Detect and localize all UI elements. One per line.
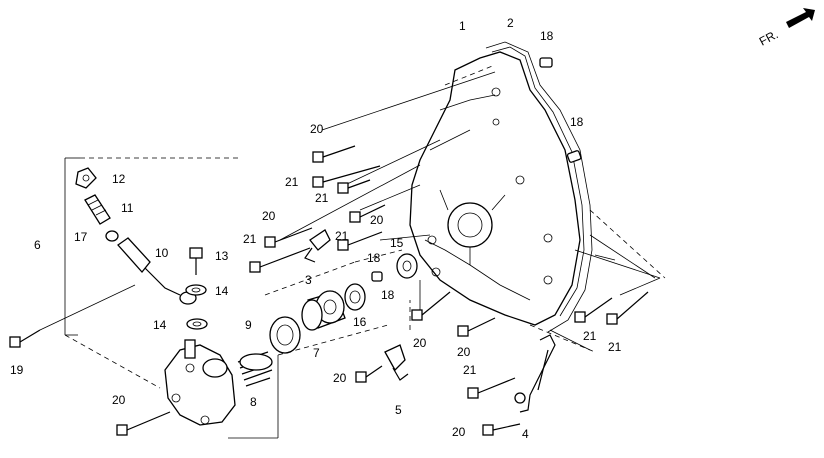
bolt-20-lower-left xyxy=(116,411,171,436)
label-part-11: 11 xyxy=(121,201,134,215)
label-part-20-lower-center: 20 xyxy=(413,336,427,350)
clip-part-4 xyxy=(514,334,556,413)
label-part-4: 4 xyxy=(522,427,529,441)
label-part-9: 9 xyxy=(245,318,252,332)
label-part-1: 1 xyxy=(459,19,466,33)
bolt-20-small xyxy=(355,365,383,383)
label-part-10: 10 xyxy=(155,246,169,260)
bearing-part-16 xyxy=(344,283,366,311)
label-part-20-mid: 20 xyxy=(370,213,384,227)
bolt-20-mid xyxy=(349,204,386,223)
dowel-pin-18-right xyxy=(566,150,582,163)
label-part-5: 5 xyxy=(395,403,402,417)
bolt-21-right-a xyxy=(574,297,613,323)
label-part-20-top: 20 xyxy=(310,122,324,136)
label-part-3: 3 xyxy=(305,273,312,287)
clamp-part-12 xyxy=(75,167,97,189)
label-part-20-lower-right: 20 xyxy=(457,345,471,359)
leader-lines xyxy=(279,64,661,351)
label-part-20-bottom: 20 xyxy=(452,425,466,439)
bolt-20-lower-center xyxy=(411,291,451,321)
bolt-13 xyxy=(189,247,203,275)
label-part-20-left: 20 xyxy=(262,209,276,223)
bolt-21-left xyxy=(249,247,311,273)
bolt-21-bottom xyxy=(467,377,516,399)
label-part-13: 13 xyxy=(215,249,229,263)
dowel-pin-18-center xyxy=(371,271,383,282)
label-part-12: 12 xyxy=(112,172,126,186)
label-part-20-small: 20 xyxy=(333,371,347,385)
label-part-6: 6 xyxy=(34,238,41,252)
label-part-21-right-b: 21 xyxy=(608,340,622,354)
clip-part-5 xyxy=(384,344,409,381)
group-bracket-right xyxy=(529,209,666,353)
bolt-21-upper xyxy=(312,165,381,188)
clutch-cover-part-1 xyxy=(409,51,581,326)
o-ring-part-17 xyxy=(105,230,119,242)
spring-part-8 xyxy=(237,351,273,387)
label-part-2: 2 xyxy=(507,16,514,30)
label-part-18-top: 18 xyxy=(540,29,554,43)
label-part-16: 16 xyxy=(353,315,367,329)
oil-seal-part-9 xyxy=(269,316,301,354)
washer-part-14-upper xyxy=(185,284,207,296)
cover-gasket-part-2 xyxy=(485,41,593,333)
label-part-20-lower-left: 20 xyxy=(112,393,126,407)
label-part-21-right-a: 21 xyxy=(583,329,597,343)
washer-part-14-lower xyxy=(186,318,208,330)
label-part-21-center: 21 xyxy=(335,229,349,243)
hose-part-10 xyxy=(117,237,197,305)
bolt-19 xyxy=(9,284,136,348)
label-part-14-lower: 14 xyxy=(153,318,167,332)
front-direction-label: FR. xyxy=(757,27,781,48)
group-bracket-left xyxy=(64,157,240,336)
label-part-14-upper: 14 xyxy=(215,284,229,298)
label-part-8: 8 xyxy=(250,395,257,409)
label-part-21-bottom: 21 xyxy=(463,363,477,377)
label-part-21-mid: 21 xyxy=(315,191,329,205)
label-part-21-left: 21 xyxy=(243,232,257,246)
label-part-17: 17 xyxy=(74,230,88,244)
bolt-20-bottom xyxy=(482,423,521,436)
label-part-7: 7 xyxy=(313,346,320,360)
nozzle-part-11 xyxy=(84,194,111,225)
label-part-19: 19 xyxy=(10,363,24,377)
label-part-21-upper: 21 xyxy=(285,175,299,189)
bolt-21-right-b xyxy=(606,291,649,325)
group-bracket-center xyxy=(64,249,411,439)
label-part-18-center-a: 18 xyxy=(367,251,381,265)
dowel-pin-18-top xyxy=(539,57,553,68)
bolt-20-lower-right xyxy=(457,317,496,337)
bolt-20-top xyxy=(312,145,356,163)
label-part-15: 15 xyxy=(390,236,404,250)
label-part-18-right: 18 xyxy=(570,115,584,129)
sleeve-part-7 xyxy=(301,290,346,331)
bolt-20-left xyxy=(264,227,313,248)
clip-part-3 xyxy=(304,229,331,263)
pump-body xyxy=(164,339,236,426)
bolt-21-center xyxy=(337,231,383,251)
bolt-21-mid xyxy=(337,179,371,194)
front-direction-arrow-icon xyxy=(786,8,815,28)
label-part-18-center-b: 18 xyxy=(381,288,395,302)
collar-part-15 xyxy=(396,253,418,279)
